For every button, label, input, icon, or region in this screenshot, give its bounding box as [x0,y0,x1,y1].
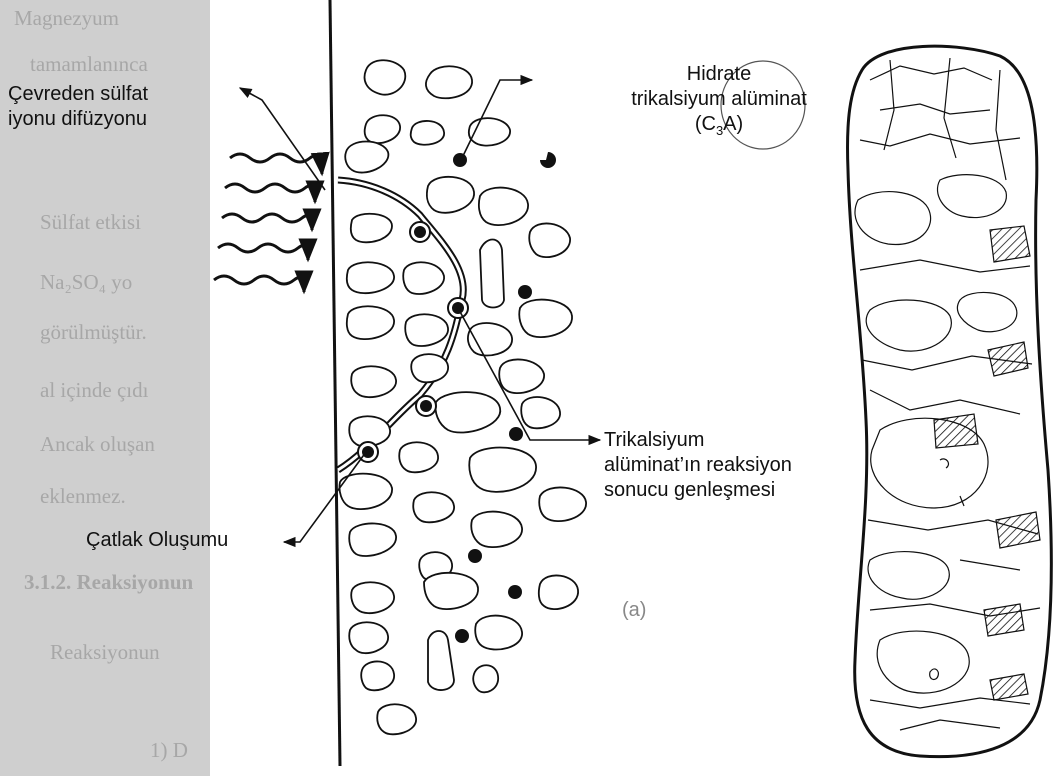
panel-a-label: (a) [622,598,646,623]
sulfate-diffusion-line-1: Çevreden sülfat [8,82,148,107]
c3a-formula: (C3A) [614,112,824,143]
c3a-expansion-label: Trikalsiyum alüminat’ın reaksiyon sonucu… [604,428,792,503]
crack-formation-label: Çatlak Oluşumu [86,528,228,553]
c3a-expansion-line-3: sonucu genleşmesi [604,478,792,503]
hydrated-c3a-line-1: Hidrate [614,62,824,87]
formula-prefix: (C [695,113,716,135]
sulfate-diffusion-line-2: iyonu difüzyonu [8,107,148,132]
c3a-expansion-line-2: alüminat’ın reaksiyon [604,453,792,478]
sulfate-diffusion-label: Çevreden sülfat iyonu difüzyonu [8,82,148,132]
hydrated-c3a-label: Hidrate trikalsiyum alüminat (C3A) [614,62,824,143]
concrete-core-drawing [848,46,1052,756]
c3a-expansion-line-1: Trikalsiyum [604,428,792,453]
formula-suffix: A) [723,113,743,135]
hydrated-c3a-line-2: trikalsiyum alüminat [614,87,824,112]
